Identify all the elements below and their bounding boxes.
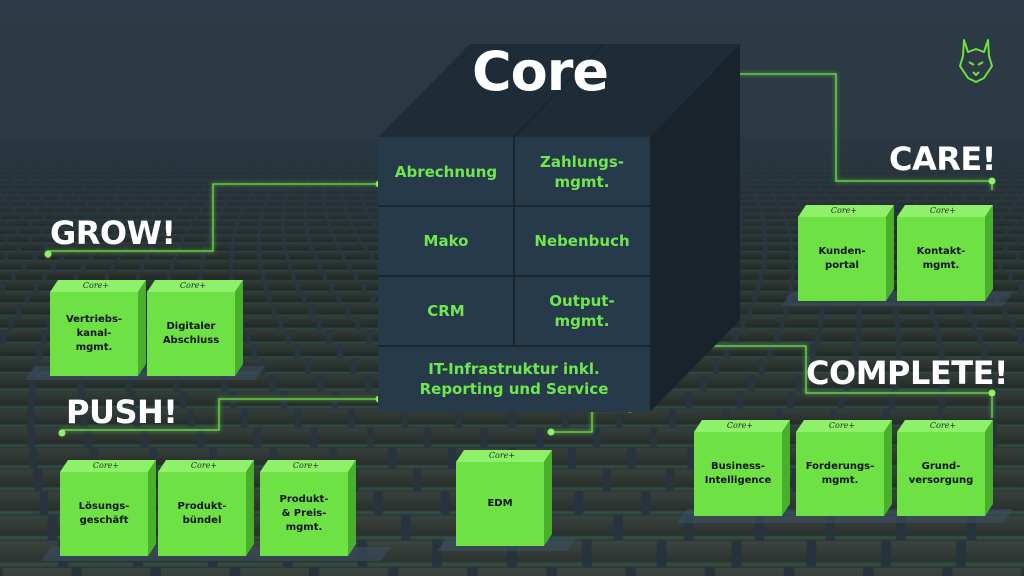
module-label: Forderungs- mgmt. xyxy=(805,461,875,486)
core-cell-nebenbuch: Nebenbuch xyxy=(534,232,630,250)
core-cell-abrechnung: Abrechnung xyxy=(394,163,498,181)
module-label: Business- Intelligence xyxy=(704,461,772,486)
core-cell-zahlungsmgmt: Zahlungs- mgmt. xyxy=(539,153,625,191)
core-plus-badge: Core+ xyxy=(82,281,110,290)
module-business-intelligence: Core+ Business- Intelligence xyxy=(694,420,790,516)
grow-heading: GROW! xyxy=(50,214,176,252)
module-forderungsmgmt: Core+ Forderungs- mgmt. xyxy=(796,420,892,516)
core-cell-crm: CRM xyxy=(427,302,465,320)
core-plus-badge: Core+ xyxy=(929,206,957,215)
core-plus-badge: Core+ xyxy=(488,451,516,460)
module-label: Kontakt- mgmt. xyxy=(916,246,966,271)
module-produkt-preismgmt: Core+ Produkt- & Preis- mgmt. xyxy=(260,460,356,556)
module-vertriebskanal: Core+ Vertriebs- kanal- mgmt. xyxy=(50,280,146,376)
module-grundversorgung: Core+ Grund- versorgung xyxy=(897,420,993,516)
module-label: Produkt- bündel xyxy=(177,501,227,526)
core-cube-side xyxy=(650,44,740,412)
module-digitaler-abschluss: Core+ Digitaler Abschluss xyxy=(147,280,243,376)
module-edm: Core+ EDM xyxy=(456,450,552,546)
module-label: Vertriebs- kanal- mgmt. xyxy=(65,314,123,353)
core-plus-badge: Core+ xyxy=(828,421,856,430)
core-plus-badge: Core+ xyxy=(292,461,320,470)
module-label: Digitaler Abschluss xyxy=(162,321,220,346)
core-plus-badge: Core+ xyxy=(830,206,858,215)
core-cell-outputmgmt: Output- mgmt. xyxy=(549,292,615,330)
push-heading: PUSH! xyxy=(66,393,178,431)
module-label: EDM xyxy=(487,498,513,509)
module-label: Grund- versorgung xyxy=(908,461,974,486)
core-title: Core xyxy=(472,40,609,103)
module-kundenportal: Core+ Kunden- portal xyxy=(798,205,894,301)
module-label: Lösungs- geschäft xyxy=(78,501,130,526)
module-label: Kunden- portal xyxy=(818,246,866,271)
core-plus-badge: Core+ xyxy=(929,421,957,430)
care-heading: CARE! xyxy=(889,140,996,178)
core-plus-badge: Core+ xyxy=(726,421,754,430)
lynx-head-icon xyxy=(959,39,993,83)
core-cell-mako: Mako xyxy=(423,232,469,250)
core-cell-it-infrastruktur: IT-Infrastruktur inkl. Reporting und Ser… xyxy=(419,360,609,398)
core-plus-badge: Core+ xyxy=(179,281,207,290)
core-plus-badge: Core+ xyxy=(92,461,120,470)
module-label: Produkt- & Preis- mgmt. xyxy=(279,494,329,533)
module-kontaktmgmt: Core+ Kontakt- mgmt. xyxy=(897,205,993,301)
core-plus-badge: Core+ xyxy=(190,461,218,470)
module-produktbuendel: Core+ Produkt- bündel xyxy=(158,460,254,556)
complete-heading: COMPLETE! xyxy=(806,354,1009,392)
module-loesungsgeschaeft: Core+ Lösungs- geschäft xyxy=(60,460,156,556)
